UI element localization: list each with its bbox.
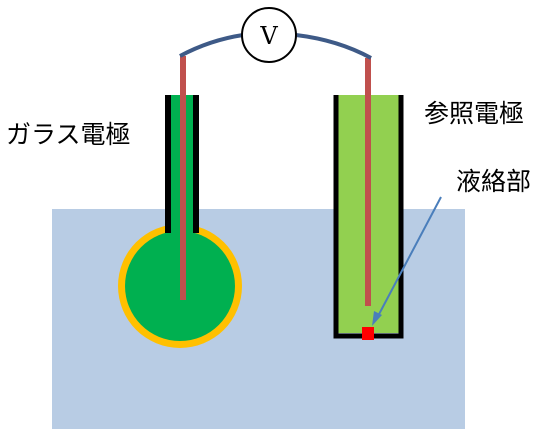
- glass-electrode-inner-wire: [180, 56, 186, 300]
- liquid-junction-marker: [362, 327, 374, 340]
- liquid-junction-label: 液絡部: [456, 167, 531, 196]
- liquid-junction-arrow: [376, 196, 442, 319]
- voltmeter: V: [241, 7, 297, 63]
- glass-electrode-wall-left: [165, 95, 171, 233]
- liquid-junction-arrowhead: [372, 311, 382, 326]
- lead-wire-left: [179, 33, 244, 58]
- lead-wire-right: [295, 33, 372, 60]
- glass-electrode-wall-right: [193, 95, 199, 233]
- reference-electrode-label: 参照電極: [424, 99, 524, 128]
- reference-electrode-inner-wire: [365, 58, 371, 306]
- voltmeter-circle: [241, 7, 297, 63]
- glass-electrode-label: ガラス電極: [6, 120, 131, 149]
- voltmeter-symbol: V: [259, 22, 278, 50]
